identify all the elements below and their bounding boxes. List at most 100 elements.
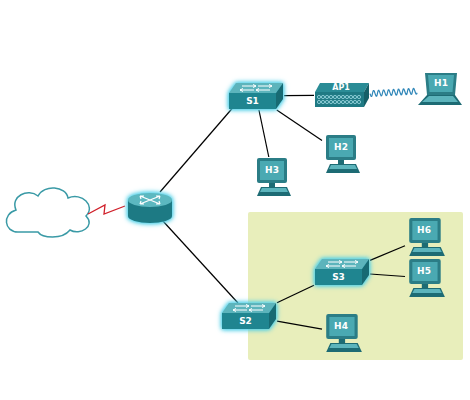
monitor-stand (338, 160, 344, 164)
monitor-screen (329, 138, 353, 157)
network-switch: S1 (228, 82, 284, 110)
switch-side (276, 83, 283, 109)
device-label: H6 (412, 221, 436, 240)
device-label: H1 (427, 75, 455, 92)
desktop-host: H2 (322, 134, 362, 174)
network-link (370, 246, 405, 261)
router-top (128, 193, 172, 207)
keyboard-top (329, 165, 357, 169)
keyboard-top (412, 248, 441, 252)
keyboard-base (326, 164, 360, 173)
monitor-stand (269, 183, 275, 187)
device-icon (322, 313, 364, 353)
monitor-frame (326, 135, 356, 160)
network-link (259, 110, 269, 157)
keyboard-base (409, 247, 445, 256)
keyboard-base (409, 288, 445, 297)
device-label: H3 (260, 161, 284, 180)
device-icon (322, 134, 362, 174)
device-label: H4 (329, 317, 353, 336)
monitor-frame (326, 314, 358, 339)
ap-coil (341, 95, 344, 98)
laptop-screen (428, 75, 454, 92)
monitor-screen (260, 161, 284, 180)
keyboard-base (326, 343, 362, 352)
laptop-host: H1 (417, 72, 463, 108)
monitor-screen (412, 262, 437, 281)
laptop-keyboard (422, 96, 458, 102)
connector-layer (259, 88, 417, 329)
switch-side (362, 259, 369, 285)
router-link (160, 104, 236, 192)
device-icon (405, 217, 447, 257)
internet-cloud (6, 188, 89, 237)
switch-arrows (326, 261, 358, 268)
device-label: S3 (315, 270, 362, 285)
network-link (370, 274, 405, 277)
ap-coil (325, 100, 328, 103)
device-label: H5 (412, 262, 436, 281)
ap-coil (357, 100, 360, 103)
ap-coil (345, 95, 348, 98)
access-point: AP1 (314, 82, 370, 108)
router-link (162, 220, 238, 303)
laptop-lid (425, 73, 457, 95)
keyboard-top (260, 188, 288, 192)
switch-top (315, 259, 369, 269)
desktop-host: H3 (253, 157, 293, 197)
device-label: S1 (229, 94, 276, 109)
keyboard-base (257, 187, 291, 196)
device-label: S2 (222, 314, 269, 329)
switch-top (222, 303, 276, 313)
network-link (277, 321, 322, 329)
device-icon (253, 157, 293, 197)
lan-zone (248, 212, 463, 360)
ap-coil (337, 100, 340, 103)
ap-front (315, 92, 364, 107)
ap-side (364, 83, 369, 107)
ap-coil (321, 100, 324, 103)
ap-top (315, 83, 369, 92)
monitor-screen (329, 317, 354, 336)
switch-side (269, 303, 276, 329)
ap-coil (333, 95, 336, 98)
network-switch: S3 (314, 258, 370, 286)
desktop-host: H6 (405, 217, 447, 257)
switch-front (222, 313, 269, 329)
ap-coil (353, 100, 356, 103)
monitor-frame (257, 158, 287, 183)
monitor-stand (422, 284, 428, 288)
ap-coil (317, 95, 320, 98)
network-link (277, 110, 322, 141)
keyboard-top (329, 344, 358, 348)
ap-coil (329, 100, 332, 103)
wireless-link (370, 88, 417, 96)
ap-coil (333, 100, 336, 103)
ap-coil (349, 95, 352, 98)
switch-top (229, 83, 283, 93)
ap-coil (349, 100, 352, 103)
device-icon (417, 72, 463, 108)
monitor-stand (339, 339, 345, 343)
switch-front (229, 93, 276, 109)
monitor-frame (409, 218, 441, 243)
device-icon (405, 258, 447, 298)
ap-coil (345, 100, 348, 103)
device-label: H2 (329, 138, 353, 157)
ap-coil (353, 95, 356, 98)
monitor-screen (412, 221, 437, 240)
ap-coil (337, 95, 340, 98)
network-link (277, 285, 314, 303)
router-symbol (128, 193, 172, 223)
ap-coil (357, 95, 360, 98)
laptop-base (418, 95, 462, 105)
router-arrows (140, 196, 160, 204)
ap-pattern (317, 95, 360, 103)
keyboard-top (412, 289, 441, 293)
ap-coil (325, 95, 328, 98)
network-link (284, 95, 314, 97)
monitor-stand (422, 243, 428, 247)
switch-front (315, 269, 362, 285)
